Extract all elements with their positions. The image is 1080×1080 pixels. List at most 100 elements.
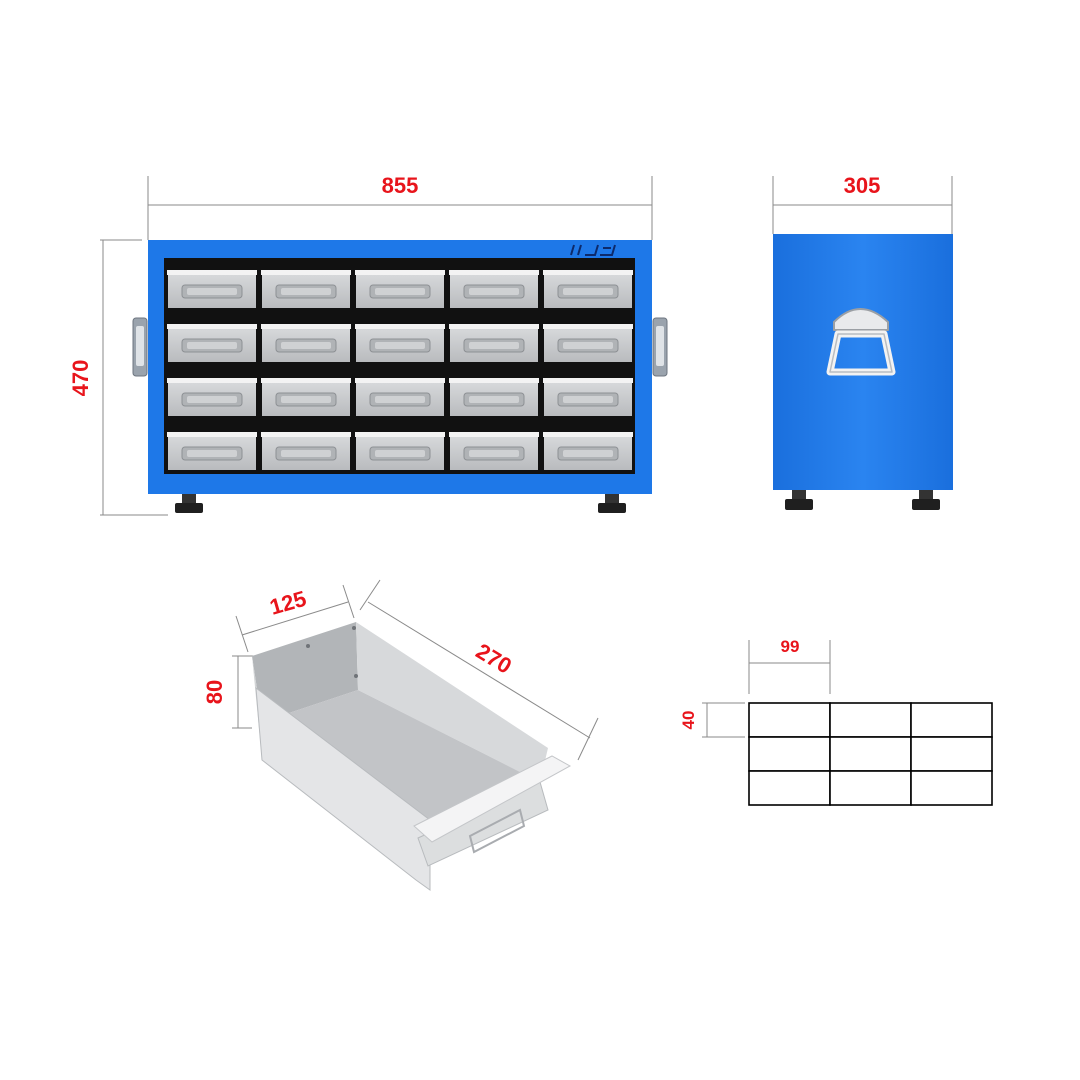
drawer[interactable] — [543, 378, 633, 416]
drawer-label-lip — [167, 378, 257, 383]
drawer[interactable] — [449, 324, 539, 362]
left-latch-icon — [132, 317, 148, 377]
drawer-handle-recess — [187, 450, 237, 457]
drawer[interactable] — [543, 432, 633, 470]
drawer-right-wall — [356, 622, 548, 782]
drawer[interactable] — [355, 378, 445, 416]
right-latch-icon — [652, 317, 668, 377]
cabinet-depth-label: 305 — [844, 173, 881, 198]
drawer-height-label: 80 — [202, 680, 227, 704]
drawer-rivet-holes — [306, 626, 358, 678]
drawer-handle-recess — [375, 450, 425, 457]
drawer[interactable] — [355, 324, 445, 362]
side-panel — [773, 234, 953, 490]
drawer-back-wall — [252, 622, 358, 722]
drawer-label-lip — [543, 324, 633, 329]
drawer-grid — [167, 270, 633, 470]
drawer-handle-recess — [375, 342, 425, 349]
drawer[interactable] — [543, 324, 633, 362]
drawer-handle-recess — [281, 450, 331, 457]
drawer-isometric-view: 125 270 80 — [202, 579, 599, 891]
drawer-label-lip — [355, 270, 445, 275]
drawer[interactable] — [355, 270, 445, 308]
drawer-label-lip — [261, 270, 351, 275]
drawer-handle-recess — [281, 396, 331, 403]
drawer-handle-recess — [563, 288, 613, 295]
drawer-label-lip — [543, 378, 633, 383]
drawer-label-lip — [355, 324, 445, 329]
compartment-cell — [829, 702, 912, 738]
carry-handle-icon — [826, 308, 896, 376]
cabinet-height-label: 470 — [68, 360, 93, 397]
brand-logo-icon — [570, 244, 616, 256]
drawer-label-lip — [261, 378, 351, 383]
side-left-foot — [785, 490, 813, 510]
cabinet-width-label: 855 — [382, 173, 419, 198]
drawer[interactable] — [449, 270, 539, 308]
drawer-handle-recess — [187, 342, 237, 349]
drawer-label-lip — [355, 378, 445, 383]
compartment-cell — [910, 770, 993, 806]
drawer-label-lip — [167, 270, 257, 275]
drawer-label-lip — [449, 432, 539, 437]
drawer-handle-recess — [469, 450, 519, 457]
front-width-dimension — [147, 176, 653, 240]
drawer-label-strip — [413, 755, 572, 843]
drawer-handle-icon — [468, 808, 526, 854]
compartment-cell — [748, 736, 831, 772]
drawer-label-lip — [355, 432, 445, 437]
compartment-cell — [910, 736, 993, 772]
drawer[interactable] — [449, 378, 539, 416]
drawer-handle-recess — [187, 288, 237, 295]
drawer-label-lip — [167, 432, 257, 437]
drawer[interactable] — [355, 432, 445, 470]
drawer[interactable] — [167, 378, 257, 416]
front-view: 855 470 — [68, 173, 668, 516]
front-right-foot — [598, 494, 626, 513]
compartment-grid — [748, 702, 993, 806]
drawer-handle-recess — [563, 342, 613, 349]
drawer[interactable] — [261, 378, 351, 416]
compartment-cell — [829, 770, 912, 806]
drawer-label-lip — [261, 324, 351, 329]
drawer-label-lip — [449, 270, 539, 275]
drawer-label-lip — [543, 270, 633, 275]
drawer[interactable] — [261, 270, 351, 308]
drawer-label-lip — [543, 432, 633, 437]
drawer-label-lip — [167, 324, 257, 329]
compartment-cell — [829, 736, 912, 772]
drawer-handle-recess — [563, 396, 613, 403]
drawer[interactable] — [261, 324, 351, 362]
drawer-width-label: 125 — [267, 586, 309, 620]
side-depth-dimension — [772, 176, 953, 234]
front-height-dimension — [100, 239, 168, 516]
drawer-handle-recess — [281, 342, 331, 349]
front-left-foot — [175, 494, 203, 513]
divider-grid-view: 99 40 — [679, 637, 993, 806]
drawer-handle-recess — [375, 396, 425, 403]
divider-dimension-lines — [702, 640, 831, 738]
drawer[interactable] — [449, 432, 539, 470]
drawer-handle-recess — [281, 288, 331, 295]
side-right-foot — [912, 490, 940, 510]
compartment-cell — [748, 770, 831, 806]
divider-width-label: 99 — [781, 637, 800, 656]
drawer[interactable] — [167, 324, 257, 362]
drawer[interactable] — [543, 270, 633, 308]
drawer[interactable] — [167, 270, 257, 308]
divider-height-label: 40 — [679, 711, 698, 730]
drawer-handle-recess — [469, 396, 519, 403]
drawer-handle-recess — [187, 396, 237, 403]
drawer-label-lip — [261, 432, 351, 437]
drawer[interactable] — [261, 432, 351, 470]
drawer-handle-recess — [469, 288, 519, 295]
drawer-label-lip — [449, 324, 539, 329]
compartment-cell — [748, 702, 831, 738]
drawer-outer-side — [255, 686, 431, 891]
drawer-handle-recess — [563, 450, 613, 457]
drawer[interactable] — [167, 432, 257, 470]
drawer-label-lip — [449, 378, 539, 383]
side-view: 305 — [772, 173, 953, 510]
drawer-dimension-lines — [232, 579, 599, 761]
